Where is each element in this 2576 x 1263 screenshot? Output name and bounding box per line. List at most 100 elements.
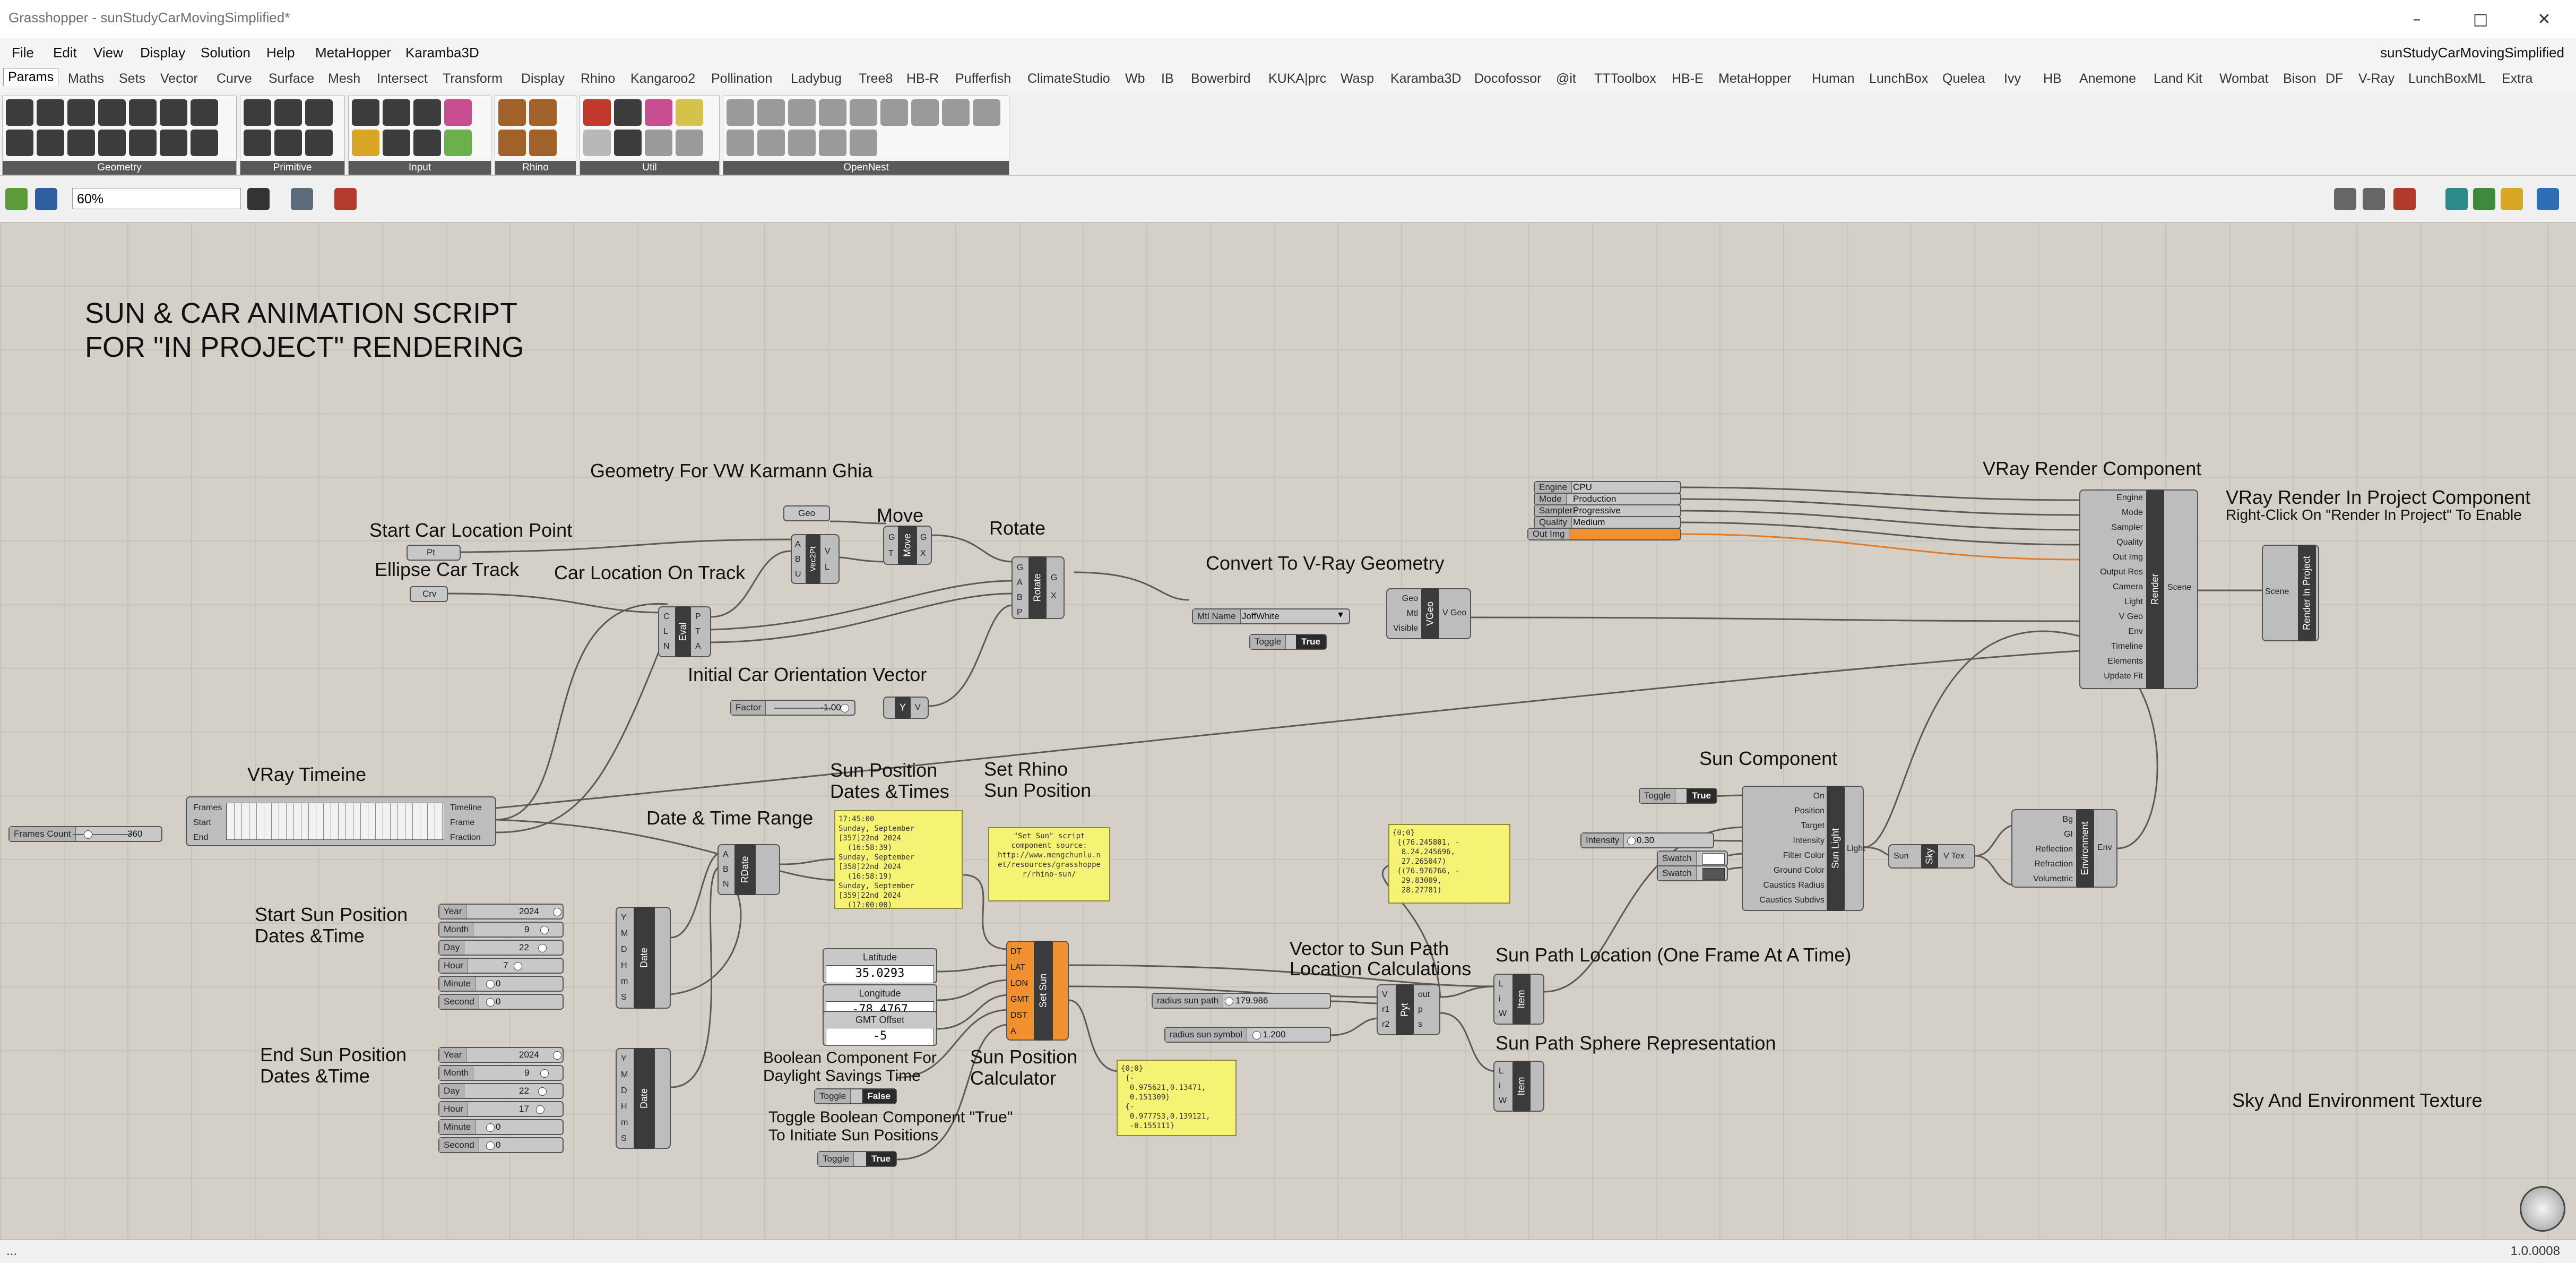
- canvas-navigation-widget[interactable]: [2520, 1186, 2565, 1232]
- close-button[interactable]: ✕: [2537, 10, 2551, 29]
- tab-sets[interactable]: Sets: [119, 71, 146, 86]
- menu-help[interactable]: Help: [266, 45, 295, 61]
- zoom-extents-icon[interactable]: [247, 188, 270, 210]
- tab-hb-r[interactable]: HB-R: [906, 71, 939, 86]
- unit-y-component[interactable]: Y V: [883, 697, 929, 719]
- end-minute-thumb[interactable]: [486, 1123, 495, 1132]
- end-year-thumb[interactable]: [553, 1051, 561, 1060]
- nest-arc-icon[interactable]: [973, 99, 1000, 126]
- point-param-icon[interactable]: [191, 99, 218, 126]
- tab-rhino[interactable]: Rhino: [581, 71, 616, 86]
- dates-panel[interactable]: 17:45:00 Sunday, September [357]22nd 202…: [834, 810, 963, 909]
- nest-tools-icon[interactable]: [727, 130, 754, 156]
- render-in-project-component[interactable]: Scene Render In Project: [2262, 545, 2319, 641]
- tab-df[interactable]: DF: [2326, 71, 2344, 86]
- open-file-icon[interactable]: [5, 188, 28, 210]
- tab-surface[interactable]: Surface: [269, 71, 315, 86]
- zoom-select[interactable]: 60%: [72, 188, 241, 209]
- nest-export-icon[interactable]: [850, 130, 877, 156]
- nest-shapes-icon[interactable]: [911, 99, 939, 126]
- tab-hb-e[interactable]: HB-E: [1672, 71, 1704, 86]
- solution-icon[interactable]: [2473, 188, 2495, 210]
- line-param-icon[interactable]: [6, 130, 33, 156]
- toggle-icon[interactable]: [352, 99, 379, 126]
- tab-maths[interactable]: Maths: [68, 71, 105, 86]
- text-tag-icon[interactable]: [757, 99, 785, 126]
- grid-shapes-icon[interactable]: [850, 99, 877, 126]
- tab-display[interactable]: Display: [521, 71, 565, 86]
- data-dam-icon[interactable]: [614, 130, 642, 156]
- tab-wombat[interactable]: Wombat: [2219, 71, 2269, 86]
- tab-vector[interactable]: Vector: [160, 71, 198, 86]
- menu-solution[interactable]: Solution: [201, 45, 250, 61]
- grasshopper-canvas[interactable]: SUN & CAR ANIMATION SCRIPT FOR "IN PROJE…: [0, 222, 2576, 1239]
- geometry-param-icon[interactable]: [160, 130, 187, 156]
- tab-curve[interactable]: Curve: [217, 71, 252, 86]
- tab-it[interactable]: @it: [1556, 71, 1576, 86]
- mesh-param-icon[interactable]: [160, 99, 187, 126]
- menu-file[interactable]: File: [12, 45, 34, 61]
- curve-param-icon[interactable]: [67, 99, 95, 126]
- start-hour-thumb[interactable]: [514, 962, 522, 970]
- out-img-param[interactable]: Out Img: [1527, 528, 1681, 540]
- tab-anemone[interactable]: Anemone: [2079, 71, 2137, 86]
- nest-icon[interactable]: [727, 99, 754, 126]
- tab-ivy[interactable]: Ivy: [2004, 71, 2021, 86]
- tab-extra[interactable]: Extra: [2502, 71, 2533, 86]
- fitness-icon[interactable]: [645, 99, 672, 126]
- end-day-thumb[interactable]: [538, 1087, 547, 1096]
- sun-calc-panel[interactable]: {0;0} {- 0.975621,0.13471, 0.151309} {- …: [1117, 1060, 1237, 1136]
- tab-kukaprc[interactable]: KUKA|prc: [1268, 71, 1327, 86]
- tab-ib[interactable]: IB: [1161, 71, 1174, 86]
- rhino-geometry-icon[interactable]: [498, 99, 526, 126]
- end-hour-thumb[interactable]: [536, 1105, 544, 1114]
- tab-bison[interactable]: Bison: [2283, 71, 2316, 86]
- menu-display[interactable]: Display: [140, 45, 186, 61]
- start-month-thumb[interactable]: [540, 926, 549, 934]
- group-param-icon[interactable]: [98, 130, 126, 156]
- latitude-value[interactable]: 35.0293: [826, 965, 934, 983]
- start-second-thumb[interactable]: [486, 998, 495, 1007]
- start-minute-thumb[interactable]: [486, 980, 495, 989]
- tab-karamba3d[interactable]: Karamba3D: [1390, 71, 1462, 86]
- boolean-param-icon[interactable]: [244, 99, 271, 126]
- tab-quelea[interactable]: Quelea: [1942, 71, 1985, 86]
- tab-wasp[interactable]: Wasp: [1341, 71, 1374, 86]
- factor-slider[interactable]: Factor-1.00: [730, 700, 855, 716]
- button-icon[interactable]: [383, 99, 410, 126]
- plane-param-icon[interactable]: [37, 130, 64, 156]
- gmt-offset-value[interactable]: -5: [826, 1028, 934, 1046]
- maximize-button[interactable]: □: [2473, 10, 2488, 29]
- menu-edit[interactable]: Edit: [53, 45, 77, 61]
- radius-path-thumb[interactable]: [1225, 997, 1233, 1006]
- minimize-button[interactable]: –: [2413, 10, 2421, 29]
- brep-param-icon[interactable]: [129, 99, 157, 126]
- tab-pufferfish[interactable]: Pufferfish: [955, 71, 1012, 86]
- tab-pollination[interactable]: Pollination: [711, 71, 773, 86]
- surface-param-icon[interactable]: [98, 99, 126, 126]
- preview-selected-icon[interactable]: [2393, 188, 2416, 210]
- time-param-icon[interactable]: [274, 130, 302, 156]
- tab-kangaroo2[interactable]: Kangaroo2: [630, 71, 696, 86]
